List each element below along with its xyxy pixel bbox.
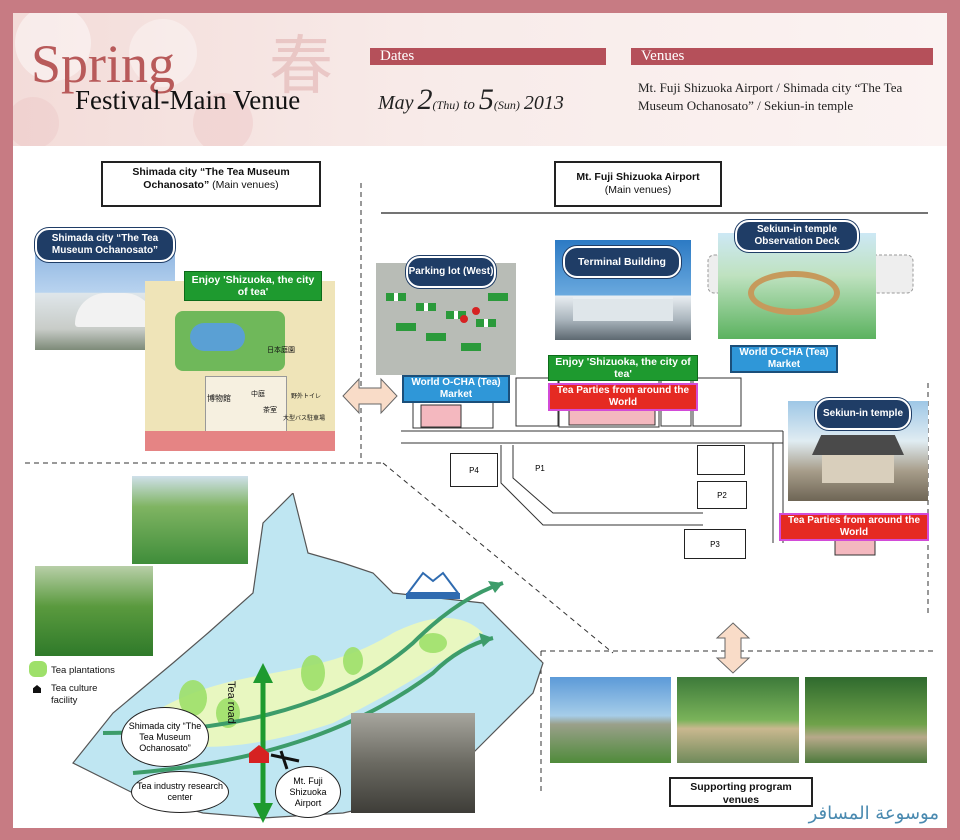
- tea-parties-right-tag: Tea Parties from around the World: [779, 513, 929, 541]
- right-green-tag: Enjoy 'Shizuoka, the city of tea': [548, 355, 698, 381]
- legend-facility-label: Tea culture facility: [51, 683, 98, 706]
- map-pond: [190, 323, 245, 351]
- map-label-garden: 日本庭園: [267, 347, 295, 354]
- museum-site-map: 日本庭園 博物館 中庭 茶室 野外トイレ 大型バス駐車場: [145, 281, 335, 451]
- legend-plantations-label: Tea plantations: [51, 665, 115, 676]
- dates-bar: Dates: [370, 48, 606, 65]
- deck-ring: [748, 271, 840, 315]
- watermark: موسوعة المسافر: [808, 803, 939, 824]
- lot-p1: P1: [535, 463, 545, 473]
- spring-kanji: 春: [269, 30, 333, 104]
- factory-photo: [351, 713, 475, 813]
- legend-facility-icon: [33, 685, 41, 693]
- page-frame: 春 Spring Festival-Main Venue Dates May 2…: [13, 13, 947, 828]
- tent-stripes: [386, 293, 508, 351]
- airport-venue-title: Mt. Fuji Shizuoka Airport (Main venues): [554, 161, 722, 207]
- market-left-tag: World O-CHA (Tea) Market: [402, 375, 510, 403]
- tea-field-photo: [35, 566, 153, 656]
- deck-pill: Sekiun-in temple Observation Deck: [735, 220, 859, 252]
- map-label-museum: 博物館: [207, 394, 231, 403]
- page-title: Spring: [31, 34, 176, 94]
- map-label-courtyard: 中庭: [251, 391, 265, 398]
- map-building: [205, 376, 287, 433]
- museum-building: [75, 293, 155, 327]
- map-label-teahouse: 茶室: [263, 407, 277, 414]
- map-label-toilet: 野外トイレ: [291, 394, 322, 400]
- museum-pill: Shimada city “The Tea Museum Ochanosato”: [35, 228, 175, 262]
- parking-pill: Parking lot (West): [406, 256, 496, 288]
- map-label-bus: 大型バス駐車場: [283, 416, 326, 422]
- legend-plantations-swatch: [29, 661, 47, 677]
- terminal-pill: Terminal Building: [563, 246, 681, 278]
- venues-value: Mt. Fuji Shizuoka Airport / Shimada city…: [638, 80, 903, 113]
- museum-venue-title: Shimada city “The Tea Museum Ochanosato”…: [101, 161, 321, 207]
- support-photo-1: [550, 677, 671, 763]
- temple-hall: [822, 455, 894, 483]
- map-path: [145, 431, 335, 451]
- dates-value: May 2(Thu) to 5(Sun) 2013: [378, 83, 564, 116]
- temple-roof: [812, 435, 904, 455]
- support-photo-3: [805, 677, 927, 763]
- left-green-tag: Enjoy 'Shizuoka, the city of tea': [184, 271, 322, 301]
- tea-parties-center-tag: Tea Parties from around the World: [548, 383, 698, 411]
- support-photo-2: [677, 677, 799, 763]
- lot-extra-1: [697, 445, 745, 475]
- tea-pickers-photo: [132, 476, 248, 564]
- lot-p3: P3: [684, 529, 746, 559]
- lot-p4: P4: [450, 453, 498, 487]
- terminal-building: [573, 296, 673, 321]
- blossom-decoration: [13, 13, 253, 146]
- page-subtitle: Festival-Main Venue: [75, 85, 301, 115]
- tea-road-label: Tea road: [225, 681, 237, 724]
- venues-bar: Venues: [631, 48, 933, 65]
- airport-bubble: Mt. Fuji Shizuoka Airport: [275, 766, 341, 818]
- market-right-tag: World O-CHA (Tea) Market: [730, 345, 838, 373]
- temple-pill: Sekiun-in temple: [815, 398, 911, 430]
- shimada-bubble: Shimada city “The Tea Museum Ochanosato”: [121, 707, 209, 767]
- lot-p2: P2: [697, 481, 747, 509]
- header-banner: 春 Spring Festival-Main Venue Dates May 2…: [13, 13, 947, 146]
- supporting-venues-title: Supporting program venues: [669, 777, 813, 807]
- research-bubble: Tea industry research center: [131, 771, 229, 813]
